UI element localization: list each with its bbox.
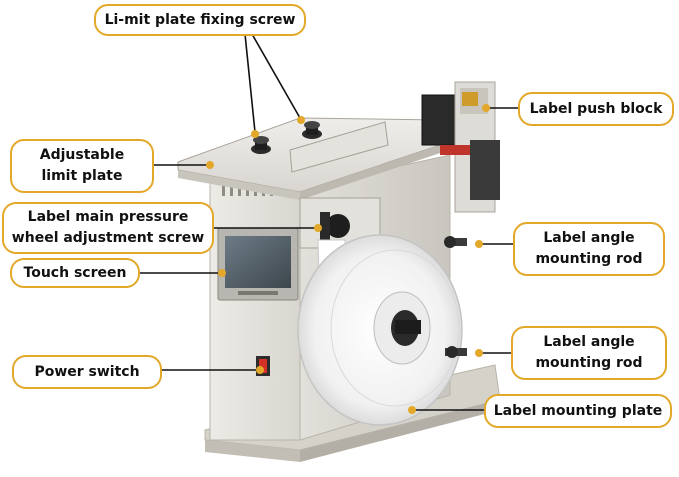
callout-label-push-block: Label push block — [518, 92, 674, 126]
callout-text: Label angle — [543, 230, 635, 246]
leader-dot — [256, 366, 264, 374]
leader-dot — [314, 224, 322, 232]
callout-label-mounting-plate: Label mounting plate — [484, 394, 672, 428]
callout-text: Label mounting plate — [493, 402, 663, 419]
fixing-screws — [251, 121, 322, 154]
callout-text: limit plate — [41, 168, 123, 184]
callout-touch-screen: Touch screen — [10, 258, 140, 288]
leader-dot — [297, 116, 305, 124]
callout-text: mounting rod — [535, 355, 643, 371]
callout-text: Adjustable — [39, 147, 125, 163]
callout-text: wheel adjustment screw — [11, 230, 205, 246]
callout-label-angle-mounting-rod-lower: Label angle mounting rod — [511, 326, 667, 380]
callout-adjustable-limit-plate: Adjustable limit plate — [10, 139, 154, 193]
leader-dot — [475, 349, 483, 357]
leader-dot — [475, 240, 483, 248]
leader-dots — [206, 104, 490, 414]
mounting-rods — [444, 236, 467, 358]
callout-text: Li-mit plate fixing screw — [104, 11, 296, 28]
callout-text: Touch screen — [23, 264, 127, 281]
callout-limit-plate-fixing-screw: Li-mit plate fixing screw — [94, 4, 306, 36]
label-reel — [297, 234, 463, 426]
callout-label-main-pressure-screw: Label main pressure wheel adjustment scr… — [2, 202, 214, 254]
callout-text: Label main pressure — [27, 209, 189, 225]
callout-text: Label angle — [543, 334, 635, 350]
leader-dot — [218, 269, 226, 277]
leader-dot — [482, 104, 490, 112]
callout-text: mounting rod — [535, 251, 643, 267]
leader-line — [244, 33, 256, 133]
leader-dot — [251, 130, 259, 138]
touch-screen-device — [217, 227, 299, 301]
callout-text: Power switch — [34, 363, 140, 380]
leader-lines — [140, 33, 518, 411]
leader-line — [251, 33, 301, 119]
limit-plate — [289, 121, 389, 173]
callout-text: Label push block — [529, 100, 663, 117]
callout-power-switch: Power switch — [12, 355, 162, 389]
leader-dot — [206, 161, 214, 169]
callout-label-angle-mounting-rod-upper: Label angle mounting rod — [513, 222, 665, 276]
leader-dot — [408, 406, 416, 414]
